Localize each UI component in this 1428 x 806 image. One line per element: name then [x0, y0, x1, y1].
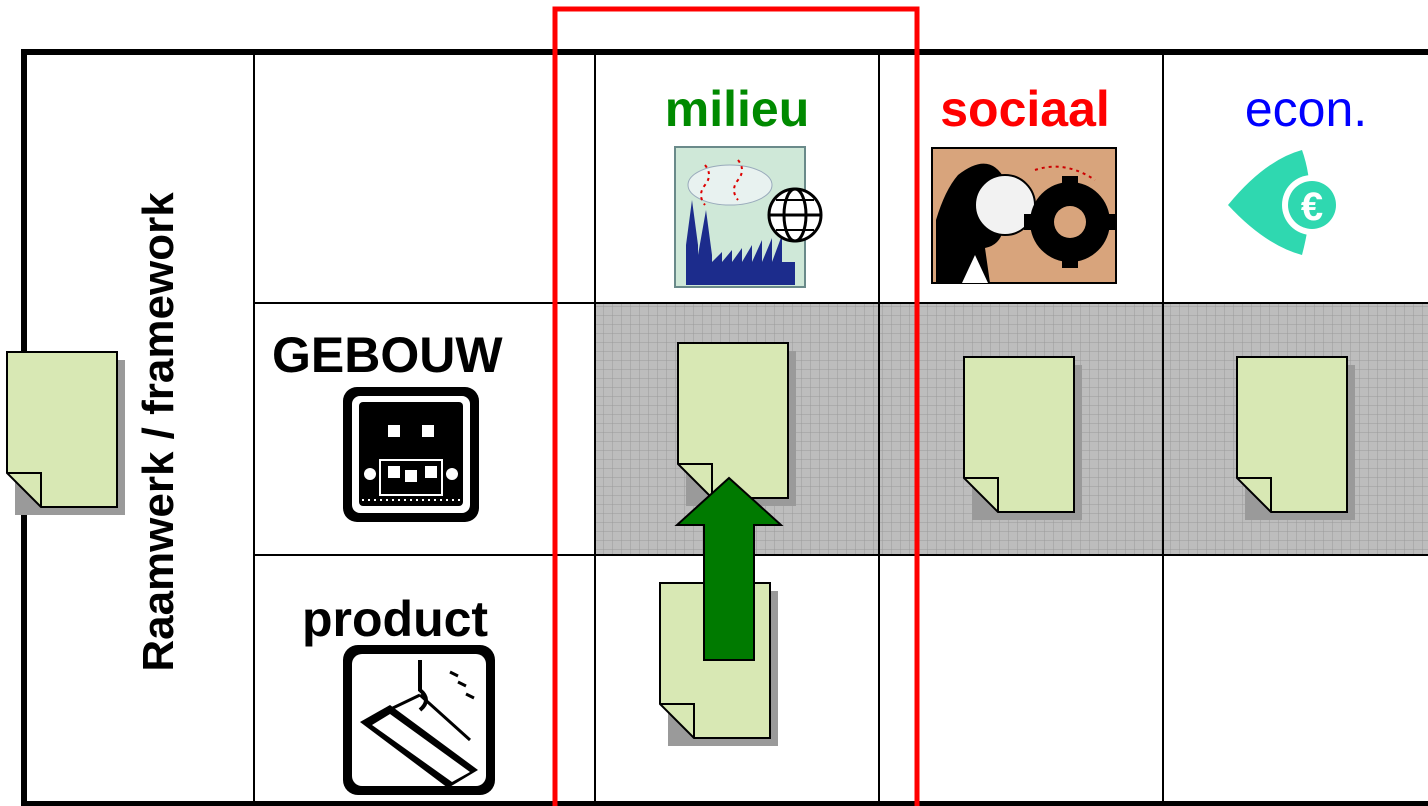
column-header-milieu: milieu [664, 81, 810, 137]
document-left [6, 351, 126, 516]
crane-beam-icon [343, 645, 495, 795]
document-sociaal-gebouw [963, 356, 1083, 521]
row-label-gebouw: GEBOUW [272, 327, 503, 383]
document-econ-gebouw [1236, 356, 1356, 521]
house-icon [343, 387, 479, 522]
document-milieu-gebouw [677, 342, 797, 507]
svg-text:€: € [1301, 185, 1323, 229]
head-gears-icon [931, 147, 1117, 284]
factory-globe-icon [674, 146, 823, 288]
column-header-sociaal: sociaal [940, 81, 1110, 137]
framework-vertical-label: Raamwerk / framework [134, 192, 183, 672]
row-label-product: product [302, 591, 489, 647]
milieu-highlight-frame [552, 6, 920, 806]
upward-arrow [674, 476, 784, 661]
euro-icon: € [1228, 150, 1342, 255]
column-header-econ: econ. [1244, 81, 1368, 137]
